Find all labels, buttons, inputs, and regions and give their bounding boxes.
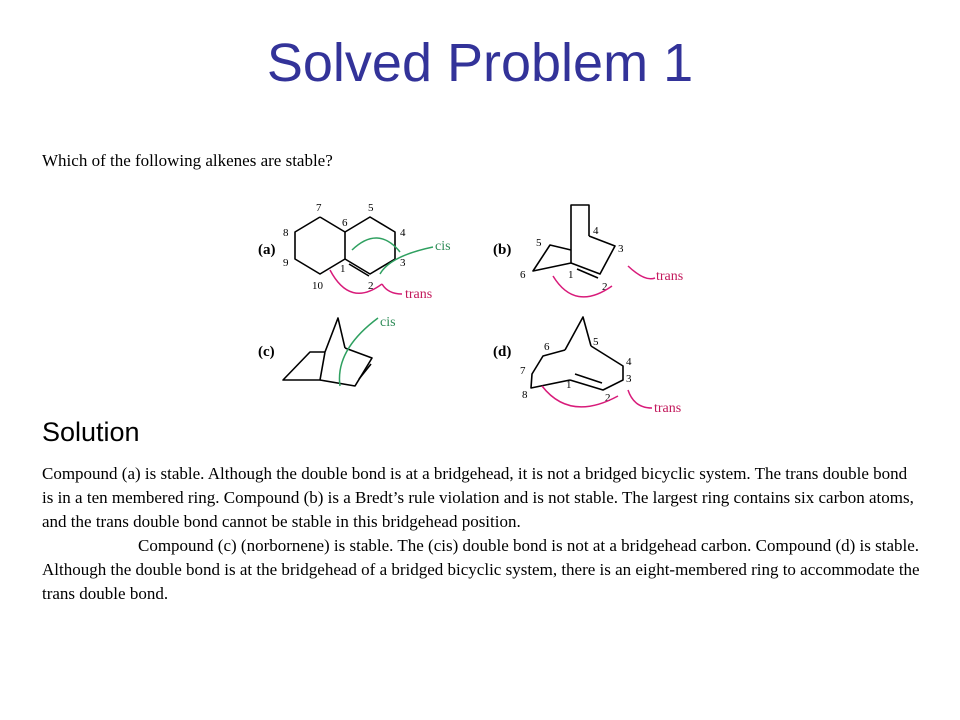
alkene-structures-svg: (a) 7 5 6 8 9 4 3 1 2 10 cis trans (b) xyxy=(258,202,683,416)
structure-b-double-bond xyxy=(576,268,599,279)
d-num-1: 1 xyxy=(566,379,572,391)
structure-b-right xyxy=(570,235,616,275)
a-num-7: 7 xyxy=(316,202,322,214)
structure-a-double-bond xyxy=(348,263,370,277)
b-num-4: 4 xyxy=(593,225,599,237)
a-trans-arc-2 xyxy=(381,283,403,295)
solution-paragraph-1: Compound (a) is stable. Although the dou… xyxy=(42,464,914,531)
c-cis-label: cis xyxy=(380,315,396,330)
d-num-8: 8 xyxy=(522,389,528,401)
structure-a: (a) 7 5 6 8 9 4 3 1 2 10 cis trans xyxy=(258,202,451,302)
a-num-3: 3 xyxy=(400,257,406,269)
structure-c: (c) cis xyxy=(258,315,396,387)
d-num-7: 7 xyxy=(520,365,526,377)
structure-b: (b) 5 6 4 3 1 2 trans xyxy=(493,204,683,298)
a-trans-label: trans xyxy=(405,287,432,302)
structure-b-left xyxy=(532,244,572,272)
a-cis-label: cis xyxy=(435,239,451,254)
b-trans-arc-2 xyxy=(627,265,656,280)
solution-body: Compound (a) is stable. Although the dou… xyxy=(42,462,922,606)
structure-d-right xyxy=(569,345,624,391)
b-trans-arc xyxy=(552,275,613,298)
structure-a-left-ring xyxy=(294,216,346,275)
d-num-4: 4 xyxy=(626,356,632,368)
b-num-6: 6 xyxy=(520,269,526,281)
a-cis-arc-2 xyxy=(379,246,434,275)
a-num-2: 2 xyxy=(368,280,374,292)
d-num-5: 5 xyxy=(593,336,599,348)
structure-a-right-ring xyxy=(344,216,396,275)
structure-c-double-bond xyxy=(358,363,372,380)
a-trans-arc xyxy=(329,269,383,294)
alkene-structures-figure: (a) 7 5 6 8 9 4 3 1 2 10 cis trans (b) xyxy=(250,190,720,425)
label-c: (c) xyxy=(258,344,275,360)
a-num-9: 9 xyxy=(283,257,289,269)
a-num-1: 1 xyxy=(340,263,346,275)
structure-d-double-bond xyxy=(574,373,603,384)
d-trans-label: trans xyxy=(654,401,681,416)
b-num-2: 2 xyxy=(602,281,608,293)
structure-c-left xyxy=(282,351,326,381)
structure-d: (d) 6 5 4 3 7 8 1 2 trans xyxy=(493,316,681,416)
a-num-6: 6 xyxy=(342,217,348,229)
label-a: (a) xyxy=(258,242,276,258)
d-trans-arc-2 xyxy=(627,389,653,409)
structure-b-bridge xyxy=(570,204,590,236)
a-num-4: 4 xyxy=(400,227,406,239)
d-num-2: 2 xyxy=(605,392,611,404)
a-cis-arc xyxy=(351,237,401,253)
b-num-5: 5 xyxy=(536,237,542,249)
label-d: (d) xyxy=(493,344,511,360)
c-cis-arc xyxy=(338,317,379,387)
structure-d-left xyxy=(530,349,571,389)
a-num-10: 10 xyxy=(312,280,324,292)
structure-c-bridge xyxy=(324,317,346,353)
b-num-1: 1 xyxy=(568,269,574,281)
d-trans-arc xyxy=(541,385,619,408)
structure-c-right xyxy=(319,347,373,387)
solution-paragraph-2: Compound (c) (norbornene) is stable. The… xyxy=(42,536,920,603)
slide-title: Solved Problem 1 xyxy=(266,33,694,93)
b-trans-label: trans xyxy=(656,269,683,284)
label-b: (b) xyxy=(493,242,511,258)
d-num-6: 6 xyxy=(544,341,550,353)
question-text: Which of the following alkenes are stabl… xyxy=(42,151,333,170)
a-num-5: 5 xyxy=(368,202,374,214)
structure-d-bridge xyxy=(564,316,592,351)
b-num-3: 3 xyxy=(618,243,624,255)
d-num-3: 3 xyxy=(626,373,632,385)
a-num-8: 8 xyxy=(283,227,289,239)
solution-heading: Solution xyxy=(42,417,140,447)
